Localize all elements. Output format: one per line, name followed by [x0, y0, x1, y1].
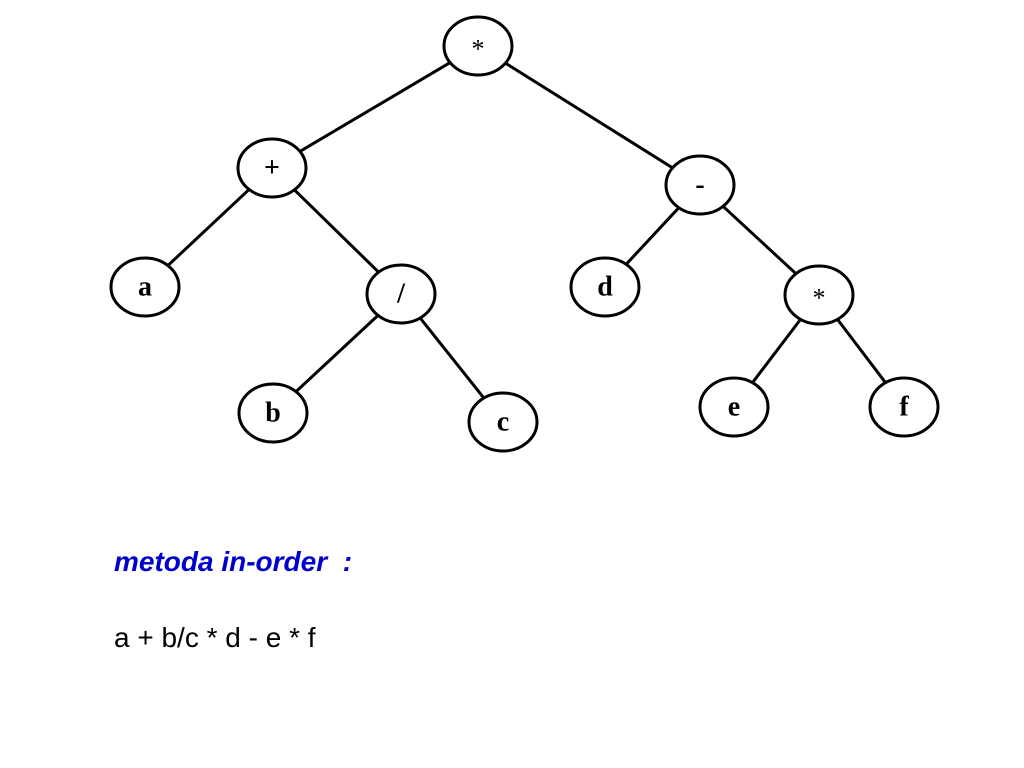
tree-node-e: e: [698, 376, 770, 438]
edge-minus-mul2: [722, 205, 797, 275]
tree-node-minus: -: [664, 154, 736, 216]
node-ellipse: [698, 376, 770, 438]
node-ellipse: [442, 15, 514, 77]
node-label: -: [695, 170, 704, 201]
edge-mul2-f: [836, 318, 887, 384]
node-label: /: [396, 279, 406, 310]
tree-node-d: d: [569, 256, 641, 318]
expression-tree: * + - a / d * b c e f: [109, 15, 940, 453]
node-label: b: [265, 398, 281, 429]
node-label: *: [472, 35, 485, 64]
node-label: c: [497, 407, 509, 438]
node-label: e: [728, 392, 740, 423]
edge-root-minus: [504, 61, 674, 170]
tree-node-div: /: [365, 263, 437, 325]
node-label: d: [597, 272, 613, 303]
node-ellipse: [868, 376, 940, 438]
node-label: f: [899, 392, 909, 423]
tree-node-root: *: [442, 15, 514, 77]
edge-plus-div: [293, 188, 380, 274]
tree-nodes: * + - a / d * b c e f: [109, 15, 940, 453]
node-ellipse: [569, 256, 641, 318]
node-ellipse: [467, 391, 539, 453]
tree-node-f: f: [868, 376, 940, 438]
edge-mul2-e: [751, 318, 802, 384]
tree-node-plus: +: [236, 137, 308, 199]
edge-div-b: [294, 314, 380, 393]
tree-node-c: c: [467, 391, 539, 453]
edge-div-c: [418, 317, 486, 399]
node-label: a: [138, 272, 152, 303]
node-ellipse: [109, 256, 181, 318]
edge-root-plus: [299, 61, 451, 153]
tree-node-mul2: *: [783, 264, 855, 326]
tree-edges: [166, 61, 887, 399]
node-ellipse: [783, 264, 855, 326]
edge-minus-d: [625, 206, 680, 266]
node-ellipse: [664, 154, 736, 216]
in-order-expression: a + b/c * d - e * f: [114, 622, 316, 653]
tree-node-b: b: [237, 382, 309, 444]
node-ellipse: [365, 263, 437, 325]
node-label: +: [264, 153, 280, 184]
method-title: metoda in-order :: [114, 546, 353, 577]
tree-node-a: a: [109, 256, 181, 318]
node-ellipse: [236, 137, 308, 199]
edge-plus-a: [166, 188, 251, 267]
node-ellipse: [237, 382, 309, 444]
node-label: *: [813, 284, 826, 313]
